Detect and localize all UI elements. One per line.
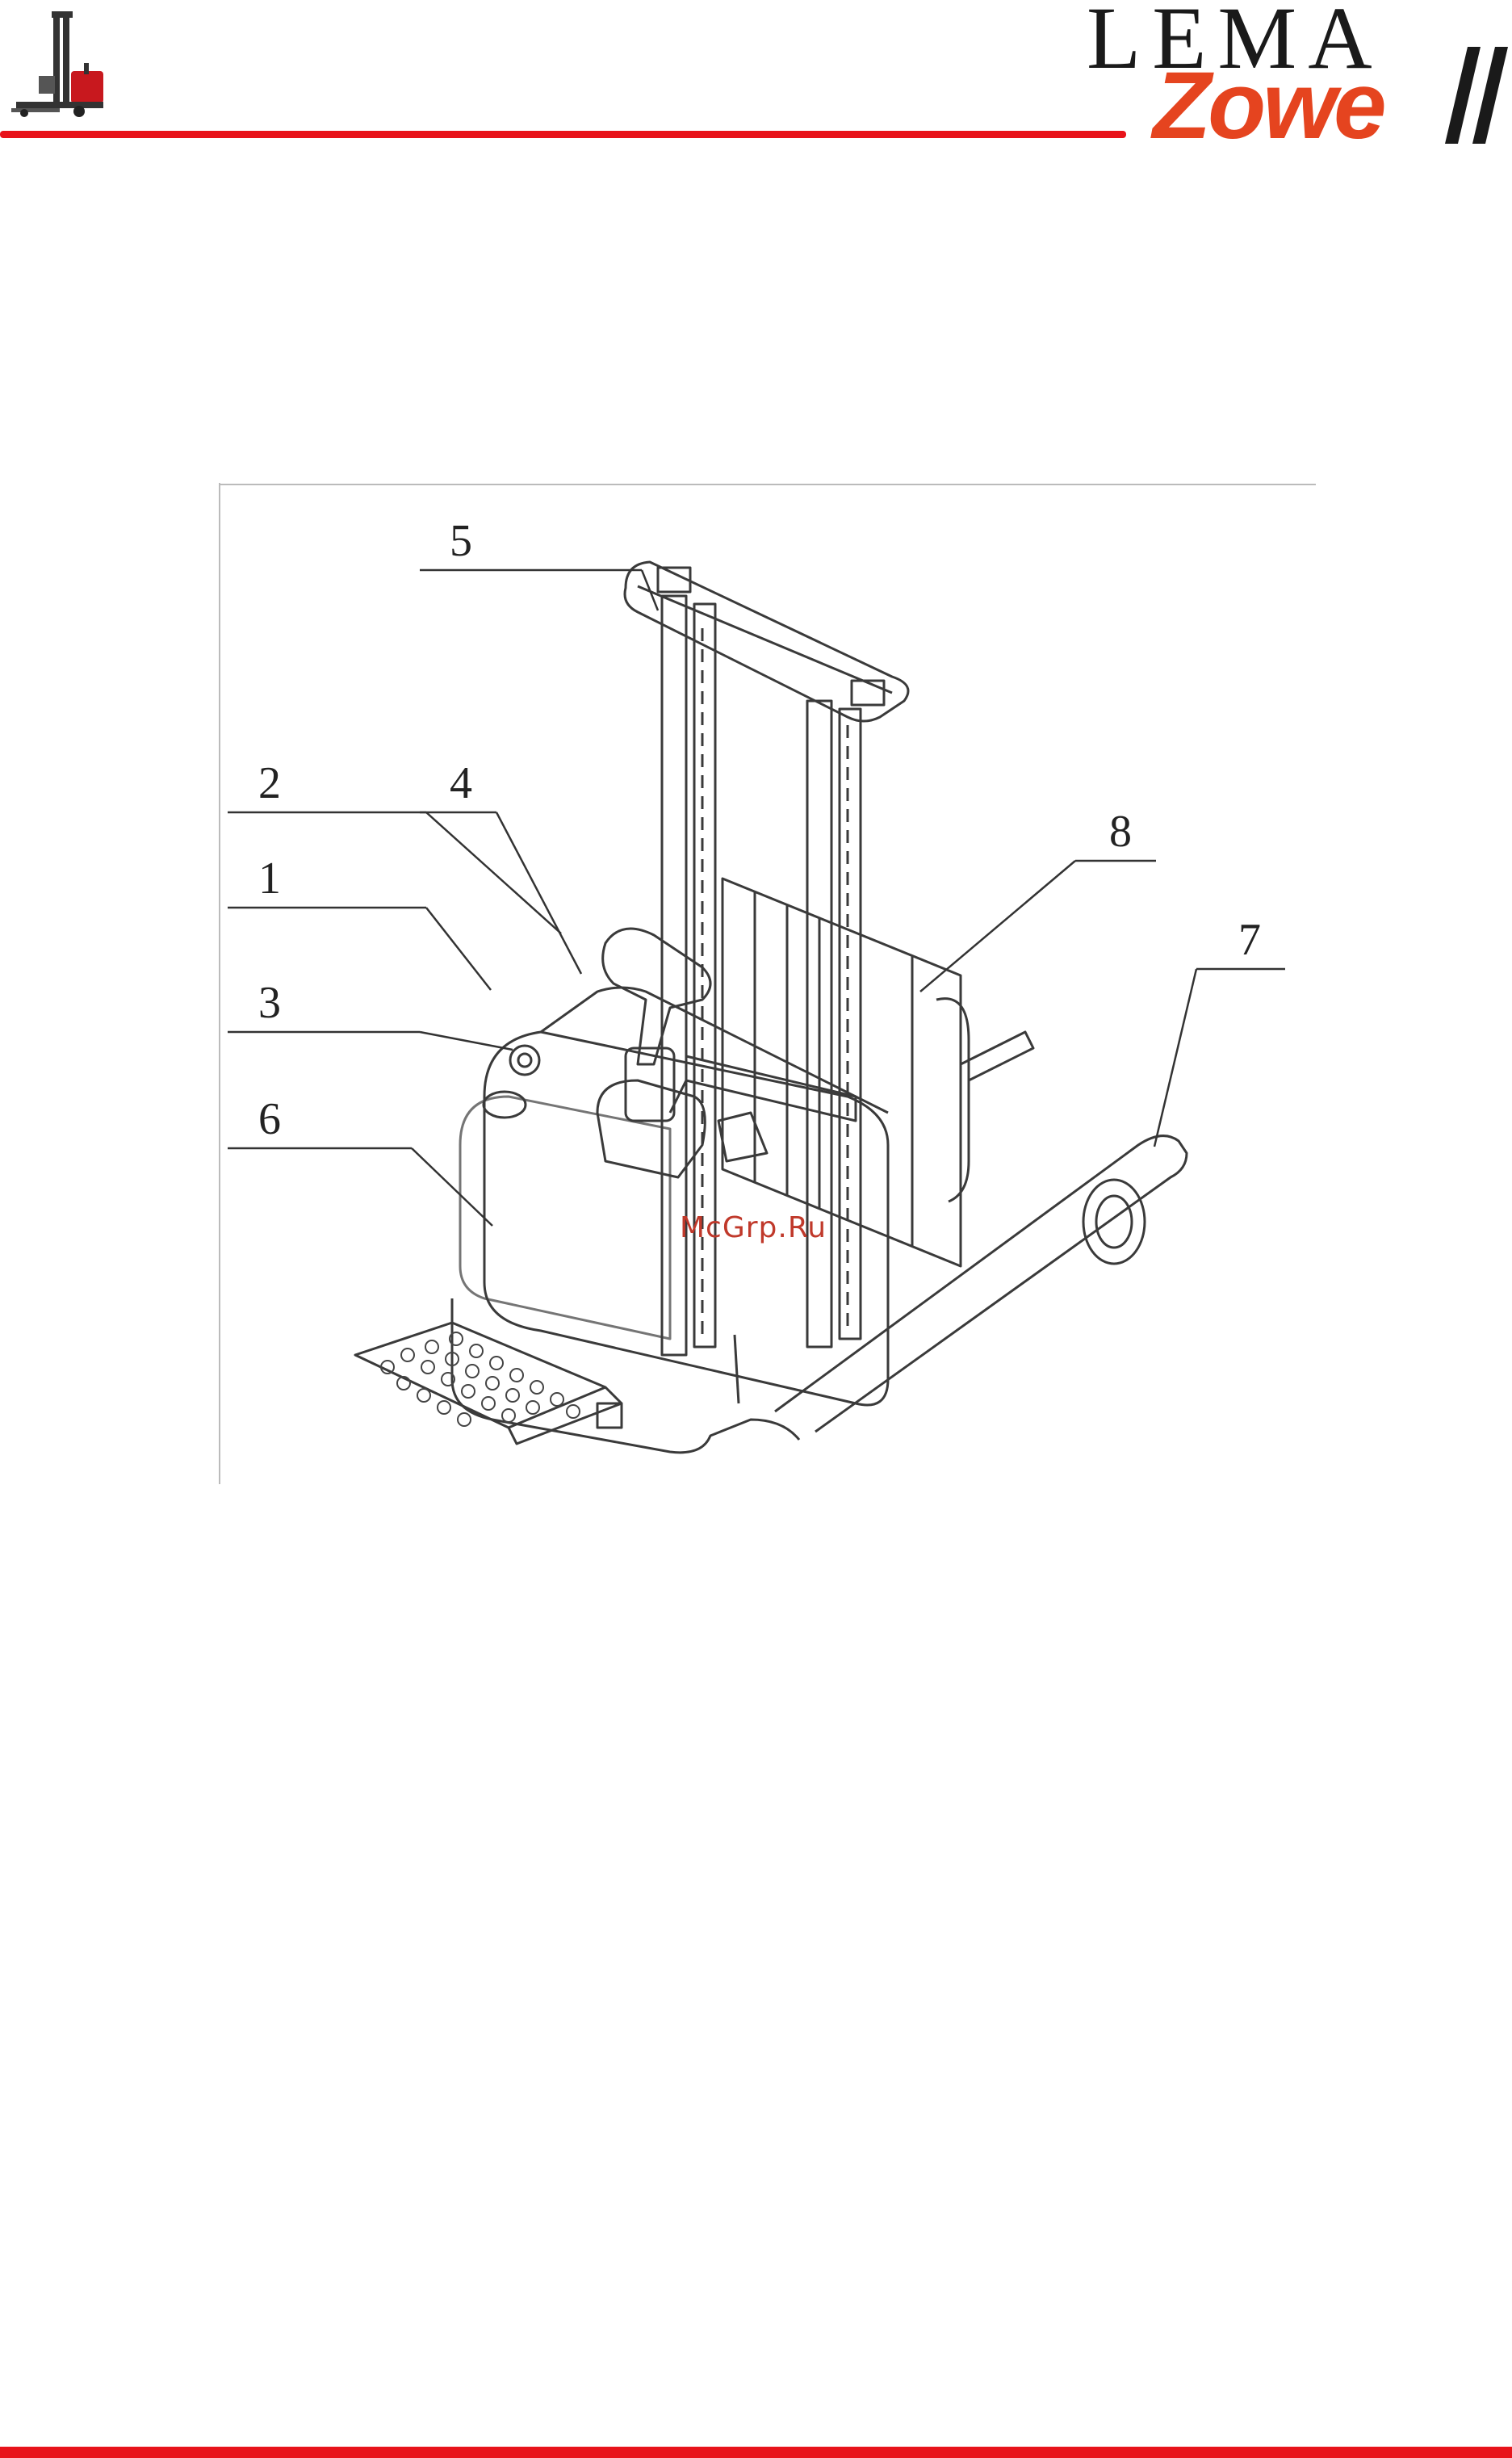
callout-5: 5 [450,516,472,566]
callout-4: 4 [450,758,472,808]
watermark: McGrp.Ru [680,1211,827,1244]
callout-8: 8 [1109,807,1132,857]
callout-7: 7 [1238,915,1261,965]
brand-logo: LEMA Zowe [1082,0,1512,153]
callout-6: 6 [258,1094,281,1144]
stacker-diagram: 5 2 4 8 1 7 3 6 [218,483,1316,1484]
brand-slashes-icon [1445,47,1508,144]
footer-divider [0,2447,1512,2458]
callout-2: 2 [258,758,281,808]
brand-name-bottom: Zowe [1153,58,1384,153]
header-divider [0,131,1126,138]
callout-3: 3 [258,978,281,1028]
forklift-stacker-icon [6,6,111,124]
callout-1: 1 [258,854,281,904]
